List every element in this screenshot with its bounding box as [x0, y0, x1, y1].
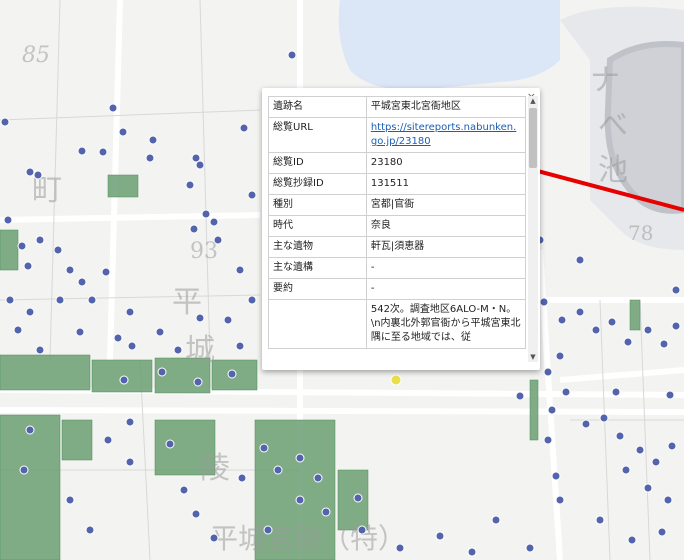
map-label-93: 93 — [190, 239, 218, 264]
attribute-key — [268, 299, 367, 349]
popup-scrollbar[interactable]: ▲ ▼ — [528, 96, 538, 362]
attribute-value: 542次。調査地区6ALO-M・N。\n内裏北外郭官衙から平城宮東北隅に至る地域… — [365, 299, 526, 349]
table-row: 主な遺構- — [268, 257, 526, 279]
scroll-thumb[interactable] — [529, 108, 537, 168]
attribute-key: 時代 — [268, 215, 367, 237]
scroll-up-icon[interactable]: ▲ — [530, 97, 536, 105]
attribute-key: 総覧抄録ID — [268, 173, 367, 195]
attribute-value: 131511 — [365, 173, 526, 195]
attribute-value: 23180 — [365, 152, 526, 174]
attribute-value: - — [365, 257, 526, 279]
kofun-mound — [604, 41, 684, 214]
attribute-value: 奈良 — [365, 215, 526, 237]
table-row: 主な遺物軒瓦|須恵器 — [268, 236, 526, 258]
map-label-palace: 平城宮跡（特） — [210, 522, 406, 555]
table-row: 542次。調査地区6ALO-M・N。\n内裏北外郭官衙から平城宮東北隅に至る地域… — [268, 299, 526, 349]
attribute-value: 軒瓦|須恵器 — [365, 236, 526, 258]
map-label-shiro: 城 — [185, 333, 215, 368]
attribute-value: https://sitereports.nabunken.go.jp/23180 — [365, 117, 526, 153]
attribute-value: 平城宮東北宮衙地区 — [365, 96, 526, 118]
map-label-na: ナ — [590, 63, 620, 98]
table-row: 時代奈良 — [268, 215, 526, 237]
map-label-ike: 池 — [598, 153, 628, 188]
scroll-down-icon[interactable]: ▼ — [530, 353, 536, 361]
attribute-value: - — [365, 278, 526, 300]
attribute-key: 要約 — [268, 278, 367, 300]
selected-site-point[interactable] — [390, 374, 402, 386]
site-points[interactable] — [0, 50, 681, 557]
attribute-key: 総覧ID — [268, 152, 367, 174]
attribute-key: 種別 — [268, 194, 367, 216]
attribute-key: 遺跡名 — [268, 96, 367, 118]
attribute-key: 主な遺構 — [268, 257, 367, 279]
table-row: 種別宮都|官衙 — [268, 194, 526, 216]
map-label-85: 85 — [22, 43, 50, 68]
attribute-value: 宮都|官衙 — [365, 194, 526, 216]
attribute-key: 主な遺物 — [268, 236, 367, 258]
map-label-be: べ — [598, 108, 628, 143]
pond-water — [338, 0, 560, 91]
table-row: 遺跡名平城宮東北宮衙地区 — [268, 96, 526, 118]
map-label-78: 78 — [628, 221, 653, 245]
map-label-hei: 平 — [172, 285, 202, 320]
attribute-key: 総覧URL — [268, 117, 367, 153]
site-info-popup[interactable]: × 遺跡名平城宮東北宮衙地区総覧URLhttps://sitereports.n… — [262, 88, 540, 370]
table-row: 要約- — [268, 278, 526, 300]
map-label-ryo: 陵 — [200, 451, 230, 486]
site-report-link[interactable]: https://sitereports.nabunken.go.jp/23180 — [370, 122, 517, 147]
